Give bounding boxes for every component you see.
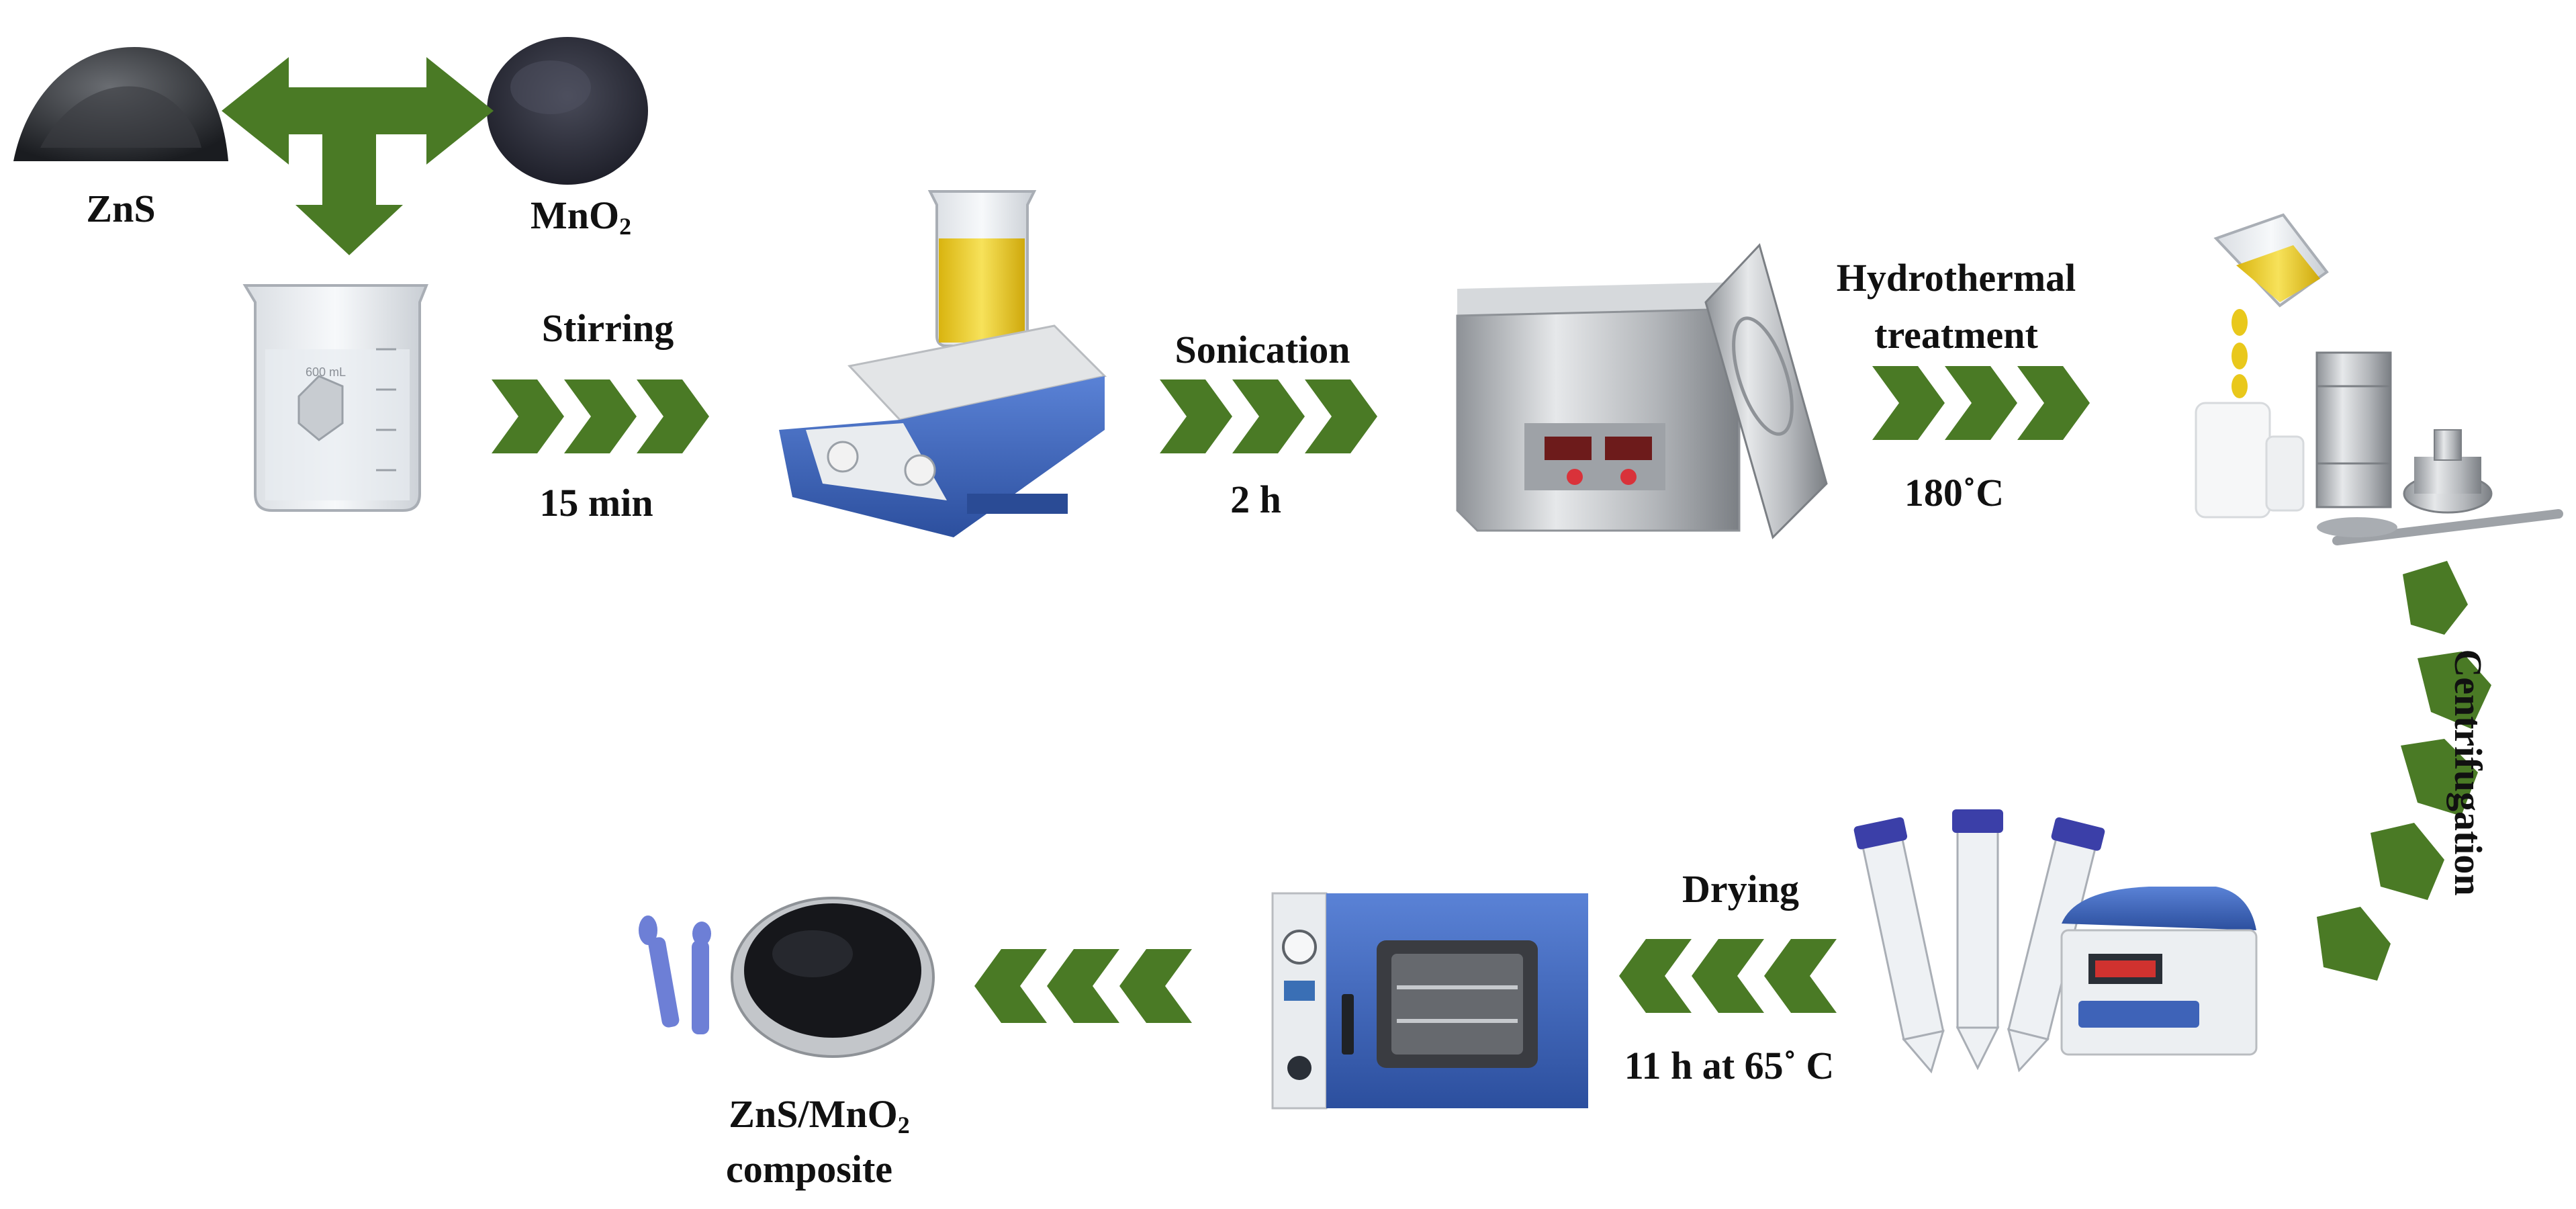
arrow-final [974, 949, 1192, 1023]
autoclave-icon [2195, 213, 2563, 545]
mno2-powder-icon [487, 37, 648, 185]
centrifuge-icon [2060, 887, 2258, 1056]
drying-label: Drying [1682, 867, 1799, 911]
hydrothermal-label-line1: Hydrothermal [1836, 256, 2076, 300]
arrow-centrifugation [2317, 561, 2491, 981]
sonication-time-label: 2 h [1230, 478, 1281, 521]
arrow-hydrothermal [1872, 366, 2090, 440]
sample-vials-icon [639, 915, 711, 1034]
vacuum-oven-icon [1271, 892, 1588, 1110]
drying-condition-label: 11 h at 65˚ C [1624, 1044, 1835, 1087]
ultrasonic-bath-icon [1456, 243, 1828, 539]
sonication-label: Sonication [1175, 328, 1350, 371]
mixing-arrow-icon [222, 57, 494, 255]
centrifugation-label: Centrifugation [2446, 649, 2490, 896]
centrifuge-tubes-icon [1853, 809, 2105, 1074]
hydrothermal-label-line2: treatment [1874, 313, 2038, 357]
hydrothermal-temp-label: 180˚C [1904, 471, 2005, 514]
product-label-line1: ZnS/MnO2 [729, 1092, 910, 1138]
composite-powder-dish-icon [731, 897, 935, 1058]
stirring-label: Stirring [541, 306, 674, 350]
zns-powder-icon [13, 47, 228, 161]
stirring-time-label: 15 min [539, 481, 653, 525]
arrow-drying [1619, 939, 1837, 1013]
product-label-line2: composite [725, 1147, 893, 1191]
zns-label: ZnS [86, 187, 156, 230]
arrow-sonication [1160, 379, 1377, 453]
hotplate-stirrer-icon [779, 190, 1107, 537]
mno2-label: MnO2 [530, 193, 632, 240]
glass-beaker-icon [242, 284, 428, 512]
arrow-stirring [492, 379, 709, 453]
beaker-marking: 600 mL [306, 365, 346, 379]
